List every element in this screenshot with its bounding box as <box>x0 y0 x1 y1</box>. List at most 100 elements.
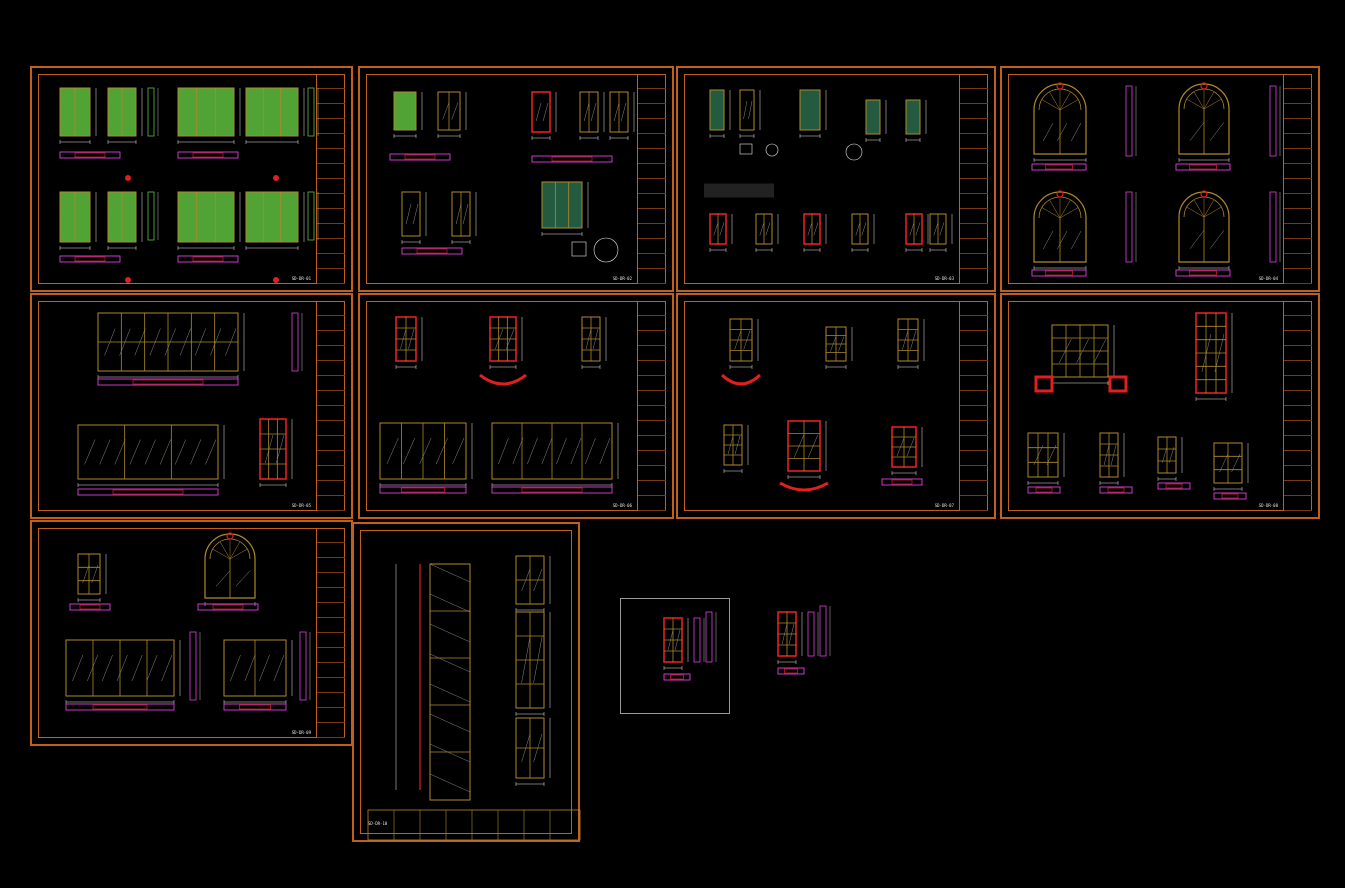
plan-threshold <box>1045 270 1073 276</box>
sheet-code: SD-DR-04 <box>1258 276 1278 281</box>
glass-hatch-line <box>84 439 96 465</box>
glass-hatch-line <box>807 222 813 236</box>
sheet-code: SD-DR-08 <box>1258 503 1278 508</box>
glass-hatch-line <box>194 328 207 356</box>
glass-hatch-line <box>144 439 156 465</box>
glass-hatch-line <box>533 733 543 763</box>
glass-hatch-line <box>788 623 795 645</box>
plan-section <box>177 255 239 263</box>
glass-hatch-line <box>734 330 742 350</box>
plan-section <box>881 478 923 486</box>
drawing-sheet-2[interactable]: SD-DR-02 <box>358 66 674 292</box>
glass-hatch-line <box>674 629 681 651</box>
detail-box <box>739 143 753 155</box>
glass-hatch-line <box>273 654 285 682</box>
glass-hatch-line <box>1189 230 1205 249</box>
glass-hatch-line <box>455 203 462 225</box>
plan-threshold <box>1165 483 1183 489</box>
glass-hatch-line <box>190 439 202 465</box>
drawing-sheet-4[interactable]: SD-DR-04 <box>1000 66 1320 292</box>
title-block <box>316 528 345 738</box>
fanlight-spoke <box>1203 199 1215 218</box>
glass-hatch-line <box>521 636 531 684</box>
fanlight-spoke <box>1041 207 1061 219</box>
glass-hatch-line <box>452 437 465 465</box>
plan-threshold <box>1189 164 1217 170</box>
glass-hatch-line <box>613 102 620 122</box>
glass-hatch-line <box>230 654 241 682</box>
glass-hatch-line <box>244 654 256 682</box>
glass-hatch-line <box>498 437 509 465</box>
glass-hatch-line <box>403 437 416 465</box>
plan-threshold <box>212 604 244 610</box>
door-frame <box>177 191 235 243</box>
glass-hatch-line <box>599 437 611 465</box>
jamb-section <box>1269 191 1277 263</box>
plan-threshold <box>1107 487 1125 493</box>
plan-section <box>1099 486 1133 494</box>
glass-hatch-line <box>408 328 415 350</box>
glass-hatch-line <box>620 102 627 122</box>
glass-hatch-line <box>759 222 765 236</box>
plan-section <box>69 603 111 611</box>
jamb-section <box>1125 85 1133 157</box>
glass-hatch-line <box>179 328 191 356</box>
glass-hatch-line <box>861 222 867 236</box>
door-leaf-fill <box>800 90 820 130</box>
glass-hatch-line <box>1231 453 1241 473</box>
fanlight-spoke <box>1203 91 1215 110</box>
door-frame <box>531 91 551 133</box>
drawing-sheet-10[interactable]: SD-DR-10 <box>352 522 580 842</box>
drawing-sheet-7[interactable]: SD-DR-07 <box>676 293 996 519</box>
detail-box <box>571 241 587 257</box>
jamb-section <box>1269 85 1277 157</box>
glass-hatch-line <box>435 437 448 465</box>
drawing-sheet-6[interactable]: SD-DR-06 <box>358 293 674 519</box>
glass-hatch-line <box>521 568 531 592</box>
jamb-section <box>189 631 197 701</box>
plan-section <box>663 673 691 681</box>
detail-viewport-frame[interactable] <box>620 598 730 714</box>
drawing-sheet-3[interactable]: SD-DR-03 <box>676 66 996 292</box>
plan-section <box>401 247 463 255</box>
glass-hatch-line <box>87 654 98 682</box>
glass-hatch-line <box>235 570 251 587</box>
sheet-9-elevations <box>65 532 311 711</box>
glass-hatch-line <box>82 564 90 584</box>
drawing-sheet-9[interactable]: SD-DR-09 <box>30 520 353 746</box>
arched-door-frame <box>204 533 256 599</box>
glass-hatch-line <box>933 222 939 236</box>
glass-hatch-line <box>429 683 471 703</box>
detail-callout-circle <box>765 143 779 157</box>
glass-hatch-line <box>400 328 407 350</box>
glass-hatch-line <box>1058 338 1072 364</box>
plan-section <box>777 667 805 675</box>
glass-hatch-line <box>114 439 126 465</box>
title-strip <box>367 809 581 841</box>
glass-hatch-line <box>1042 230 1054 250</box>
glass-hatch-line <box>793 434 805 458</box>
sheet-border <box>360 530 572 834</box>
plan-section <box>491 486 613 494</box>
plan-threshold <box>784 668 798 674</box>
bay-plan <box>479 373 527 386</box>
jamb-section <box>147 191 155 241</box>
drawing-sheet-1[interactable]: SD-DR-01 <box>30 66 353 292</box>
plan-threshold <box>79 604 101 610</box>
drawing-sheet-8[interactable]: SD-DR-08 <box>1000 293 1320 519</box>
glass-hatch-line <box>719 222 725 236</box>
glass-hatch-line <box>205 439 217 465</box>
glass-hatch-line <box>386 437 399 465</box>
bay-plan <box>720 373 762 386</box>
glass-hatch-line <box>1033 444 1044 466</box>
glass-hatch-line <box>1056 122 1068 142</box>
glass-hatch-line <box>1070 122 1082 142</box>
drawing-sheet-5[interactable]: SD-DR-05 <box>30 293 353 519</box>
door-leaf-fill <box>178 192 234 242</box>
plan-threshold <box>1189 270 1217 276</box>
tall-door-frame <box>429 563 471 801</box>
glass-hatch-line <box>855 222 861 236</box>
glass-hatch-line <box>101 654 113 682</box>
pier-plan <box>1034 375 1054 393</box>
